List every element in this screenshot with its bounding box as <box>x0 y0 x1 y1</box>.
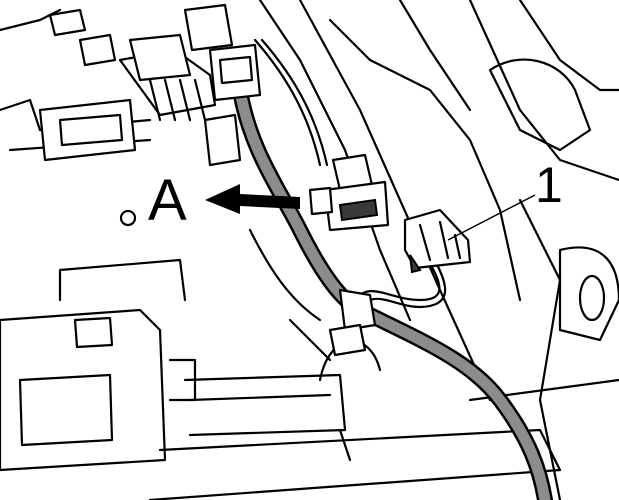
upper-connectors <box>48 3 262 167</box>
callout-a-label: A <box>148 168 187 233</box>
center-connector <box>308 153 390 232</box>
wire-harness <box>232 38 553 500</box>
leader-line-1 <box>447 194 536 241</box>
callout-1-label: 1 <box>535 157 563 213</box>
connector-1 <box>403 208 472 274</box>
direction-arrow <box>205 184 300 214</box>
